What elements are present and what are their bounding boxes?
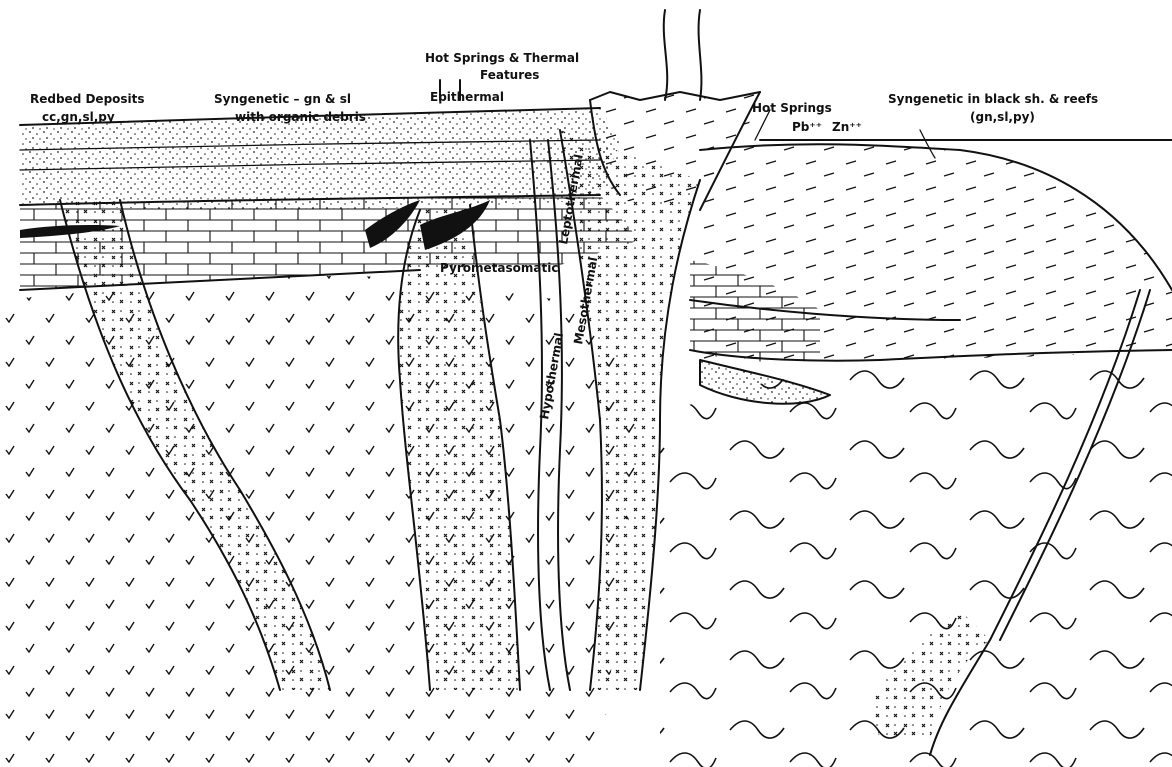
label-hot-springs-thermal: Hot Springs & Thermal [425,51,579,65]
label-hot-springs: Hot Springs [752,101,832,115]
label-zn-ion: Zn⁺⁺ [832,120,862,134]
label-pb-ion: Pb⁺⁺ [792,120,822,134]
label-with-organic-debris: with organic debris [235,110,366,124]
label-black-sh-minerals: (gn,sl,py) [970,110,1035,124]
label-redbed-minerals: cc,gn,sl,py [42,110,115,124]
label-pyrometasomatic: Pyrometasomatic [440,261,558,275]
label-epithermal: Epithermal [430,90,504,104]
label-syngenetic-black-sh: Syngenetic in black sh. & reefs [888,92,1098,106]
label-redbed-deposits: Redbed Deposits [30,92,145,106]
igneous-intrusive-rock [0,276,640,767]
label-features: Features [480,68,539,82]
label-syngenetic-gn-sl: Syngenetic – gn & sl [214,92,351,106]
